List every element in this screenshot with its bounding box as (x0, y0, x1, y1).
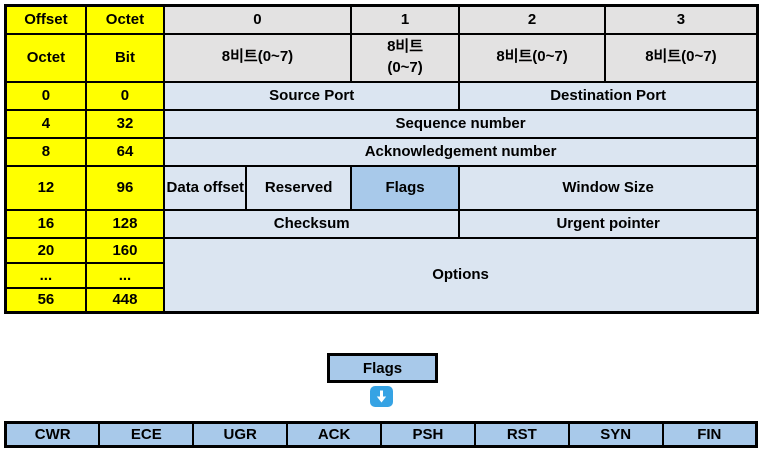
offset-cell: 0 (4, 80, 87, 111)
byte-header-3: 3 (603, 4, 759, 35)
field-sequence-number: Sequence number (163, 108, 759, 139)
row-options-ellipsis: ... ... (4, 261, 758, 289)
bit-cell: 64 (84, 136, 166, 167)
bit-cell: 448 (84, 286, 166, 314)
bit-cell: 0 (84, 80, 166, 111)
row-acknowledgement: 8 64 Acknowledgement number (4, 136, 759, 167)
bit-cell: 160 (84, 236, 166, 264)
bit-cell: ... (84, 261, 166, 289)
corner-bit-label: Bit (84, 32, 166, 83)
bit-cell: 96 (84, 164, 166, 211)
flag-ugr: UGR (192, 421, 289, 448)
bit-cell: 128 (84, 208, 166, 239)
flag-rst: RST (473, 421, 570, 448)
flag-syn: SYN (567, 421, 664, 448)
row-options-start: 20 160 Options (4, 236, 759, 314)
field-acknowledgement-number: Acknowledgement number (163, 136, 759, 167)
offset-cell: 56 (4, 286, 87, 314)
byte-header-2: 2 (458, 4, 606, 35)
corner-octet2-label: Octet (4, 32, 87, 83)
byte-header-0: 0 (163, 4, 352, 35)
corner-octet-label: Octet (84, 4, 166, 35)
row-flags-window: 12 96 Data offset Reserved Flags Window … (4, 164, 759, 211)
field-destination-port: Destination Port (458, 80, 759, 111)
row-ports: 0 0 Source Port Destination Port (4, 80, 759, 111)
field-checksum: Checksum (163, 208, 461, 239)
down-arrow-glyph (376, 390, 387, 403)
field-window-size: Window Size (458, 164, 759, 211)
field-source-port: Source Port (163, 80, 461, 111)
bit-cell: 32 (84, 108, 166, 139)
row-options-end: 56 448 (4, 286, 758, 314)
tcp-header-table: Offset Octet 0 1 2 3 Octet Bit 8비트(0~7) … (4, 4, 759, 314)
field-urgent-pointer: Urgent pointer (458, 208, 759, 239)
offset-cell: 8 (4, 136, 87, 167)
field-data-offset: Data offset (163, 164, 248, 211)
offset-cell: ... (4, 261, 87, 289)
row-checksum: 16 128 Checksum Urgent pointer (4, 208, 759, 239)
byte-header-1: 1 (349, 4, 461, 35)
header-row-octet: Offset Octet 0 1 2 3 (4, 4, 759, 35)
bit-header-3: 8비트(0~7) (603, 32, 759, 83)
flag-bits-table: CWR ECE UGR ACK PSH RST SYN FIN (4, 421, 758, 448)
field-options: Options (163, 236, 759, 314)
header-row-bit: Octet Bit 8비트(0~7) 8비트 (0~7) 8비트(0~7) 8비… (4, 32, 759, 83)
flag-fin: FIN (661, 421, 758, 448)
flags-callout-label: Flags (362, 359, 403, 377)
bit-header-2: 8비트(0~7) (458, 32, 606, 83)
flag-bits-row: CWR ECE UGR ACK PSH RST SYN FIN (4, 421, 758, 448)
bit-header-0: 8비트(0~7) (163, 32, 352, 83)
offset-cell: 12 (4, 164, 87, 211)
field-reserved: Reserved (245, 164, 352, 211)
offset-cell: 16 (4, 208, 87, 239)
row-sequence: 4 32 Sequence number (4, 108, 759, 139)
offset-cell: 4 (4, 108, 87, 139)
field-flags-highlighted: Flags (349, 164, 461, 211)
flag-psh: PSH (380, 421, 476, 448)
bit-header-1: 8비트 (0~7) (349, 32, 461, 83)
offset-cell: 20 (4, 236, 87, 264)
down-arrow-icon (370, 386, 393, 407)
flag-ece: ECE (98, 421, 195, 448)
flag-ack: ACK (286, 421, 382, 448)
flag-cwr: CWR (4, 421, 101, 448)
corner-offset-label: Offset (4, 4, 87, 35)
flags-callout-box: Flags (327, 353, 438, 383)
